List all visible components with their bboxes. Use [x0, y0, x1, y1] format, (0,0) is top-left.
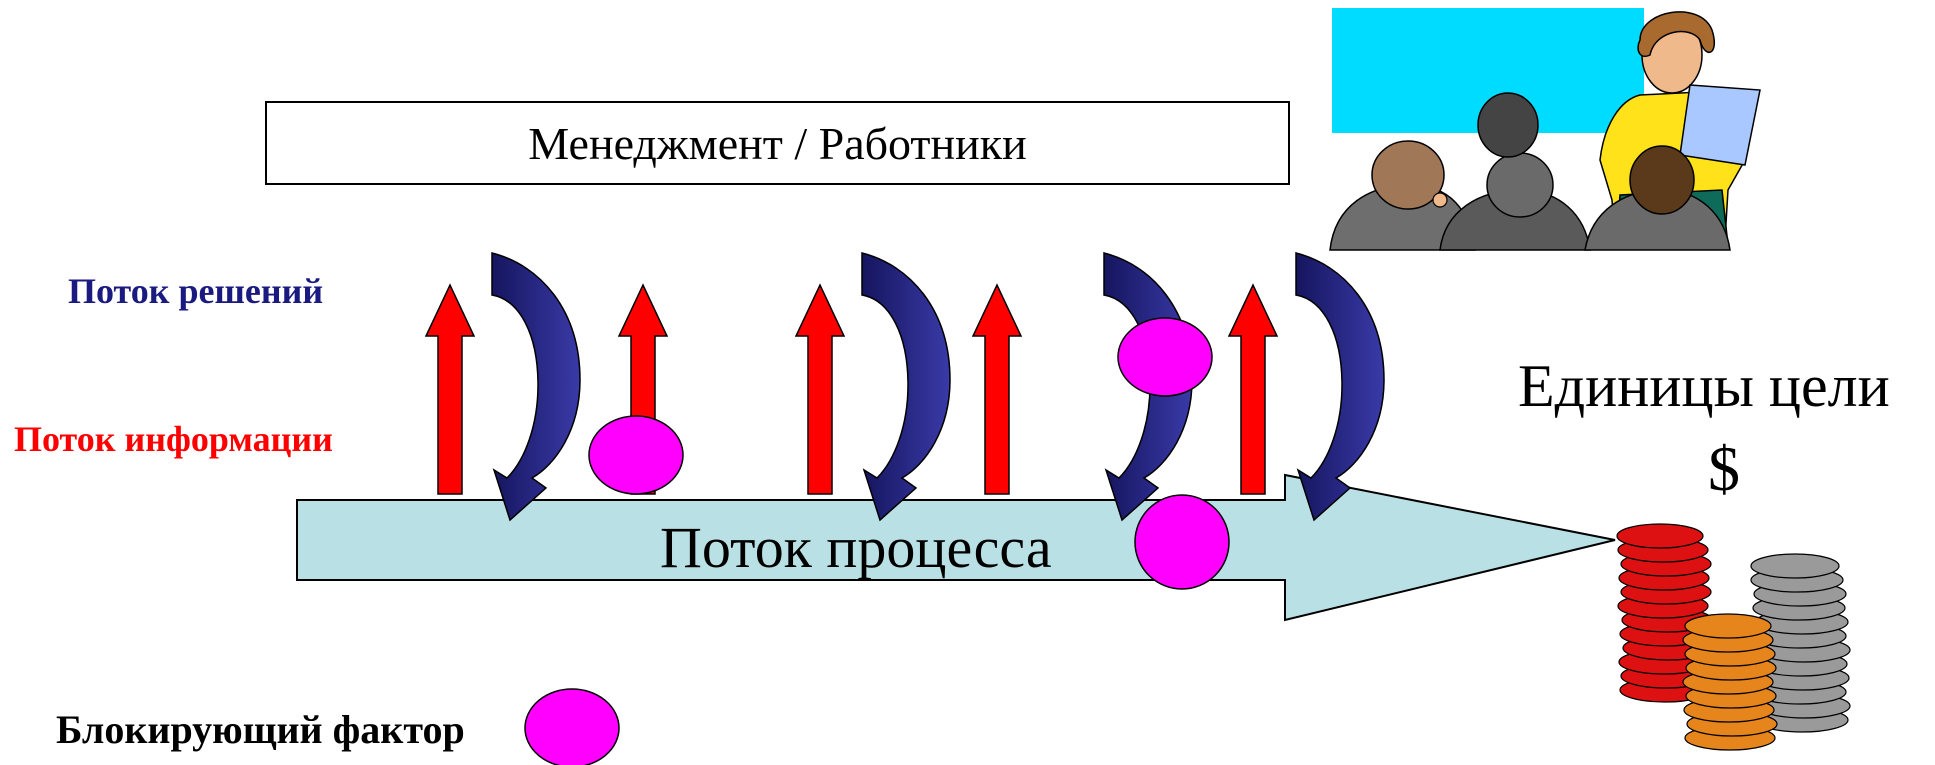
process-flow-arrow [296, 473, 1616, 622]
blocking-circles [524, 317, 1230, 765]
coin-stacks-icon [1616, 523, 1851, 751]
blocking-circle-3 [1134, 494, 1230, 590]
process-flow-label: Поток процесса [660, 515, 1052, 580]
blocking-factor-label: Блокирующий фактор [56, 707, 465, 752]
decision-arrow-2 [861, 252, 951, 522]
goal-units-label: Единицы цели [1518, 353, 1890, 419]
dollar-sign: $ [1708, 433, 1740, 504]
decision-arrow-1 [491, 252, 581, 522]
info-arrow-3 [794, 283, 846, 495]
info-arrow-4 [971, 283, 1023, 495]
decision-arrow-4 [1295, 252, 1385, 522]
blocking-circle-2 [1117, 317, 1213, 397]
blocking-circle-1 [588, 415, 684, 495]
blocking-circle-legend-icon [524, 688, 620, 765]
information-flow-label: Поток информации [14, 419, 333, 459]
meeting-clipart-icon [1329, 8, 1761, 251]
management-box: Менеджмент / Работники [265, 101, 1290, 185]
management-box-label: Менеджмент / Работники [528, 117, 1027, 169]
info-arrow-1 [424, 283, 476, 495]
info-arrow-5 [1227, 283, 1279, 495]
decisions-flow-label: Поток решений [68, 271, 324, 311]
